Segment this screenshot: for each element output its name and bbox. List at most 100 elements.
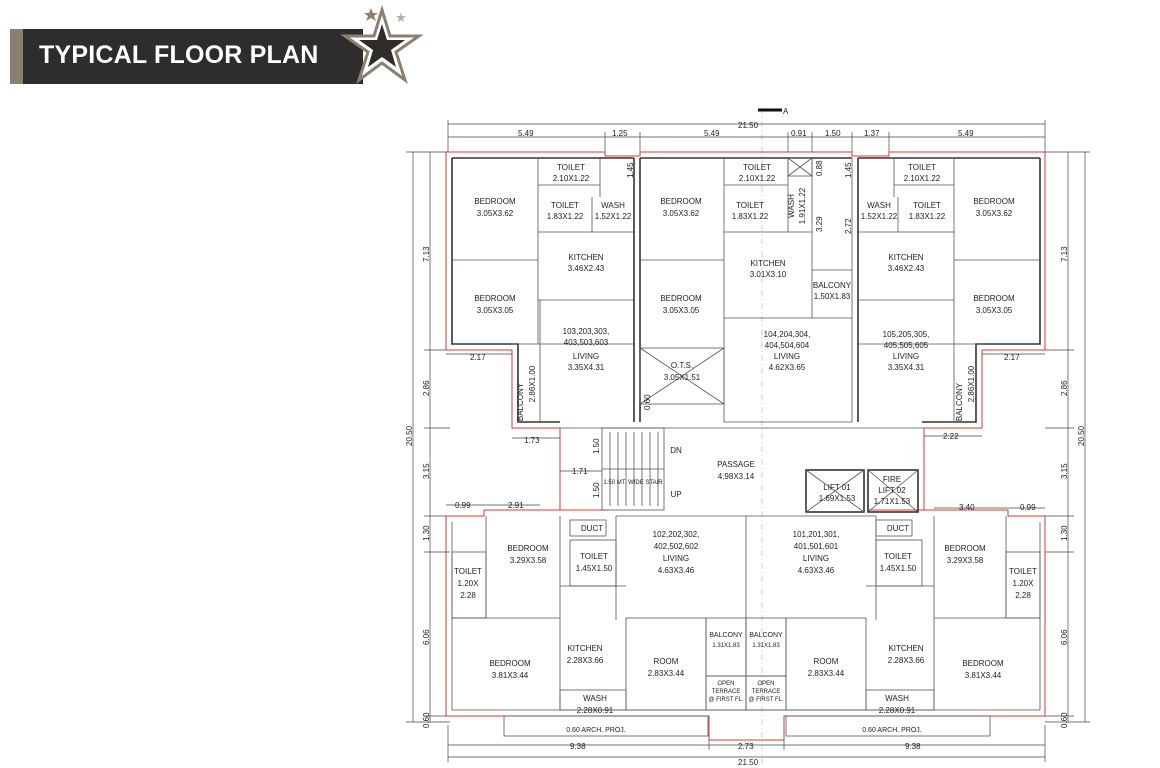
room-labels-top: BEDROOM 3.05X3.62 BEDROOM 3.05X3.05 TOIL… xyxy=(474,163,1015,421)
dim-3-40: 3.40 xyxy=(959,503,975,512)
dim-0-88: 0.88 xyxy=(815,160,824,176)
wash-size: 1.52X1.22 xyxy=(595,212,632,221)
living-label: LIVING xyxy=(573,352,599,361)
dim-top-4: 0.91 xyxy=(791,129,807,138)
wash-size: 1.91X1.22 xyxy=(798,187,807,224)
toilet-size: 2.10X1.22 xyxy=(739,174,776,183)
living-label: LIVING xyxy=(663,554,689,563)
bedroom-label: BEDROOM xyxy=(474,294,516,303)
kitchen-label: KITCHEN xyxy=(888,253,923,262)
living-units: 401,501,601 xyxy=(794,542,839,551)
kitchen-size: 3.46X2.43 xyxy=(888,264,925,273)
bedroom-size: 3.05X3.05 xyxy=(663,306,700,315)
living-units: 105,205,305, xyxy=(883,330,930,339)
kitchen-size: 2.28X3.66 xyxy=(888,656,925,665)
title-banner: TYPICAL FLOOR PLAN xyxy=(23,29,363,84)
toilet-size: 1.20X xyxy=(458,579,480,588)
dim-1-50-a: 1.50 xyxy=(592,438,601,454)
room-label: ROOM xyxy=(814,657,839,666)
toilet-label: TOILET xyxy=(454,567,482,576)
living-size: 4.63X3.46 xyxy=(798,566,835,575)
dim-left-4: 1.30 xyxy=(422,525,431,541)
star-logo-icon xyxy=(340,4,424,84)
living-size: 3.35X4.31 xyxy=(888,363,925,372)
dim-right-2: 2.86 xyxy=(1060,380,1069,396)
balcony-label: BALCONY xyxy=(709,632,743,639)
dim-left-3: 3.15 xyxy=(422,463,431,479)
room-labels-bottom: BEDROOM 3.29X3.58 BEDROOM 3.81X3.44 DUCT… xyxy=(454,524,1037,734)
terrace-label: TERRACE xyxy=(712,689,741,695)
balcony-label: BALCONY xyxy=(955,382,964,421)
toilet-size: 2.10X1.22 xyxy=(904,174,941,183)
lift-label: LIFT 01 xyxy=(823,483,851,492)
dim-1-45-left: 1.45 xyxy=(626,162,635,178)
living-units: 102,202,302, xyxy=(653,530,700,539)
bedroom-size: 3.05X3.62 xyxy=(663,209,700,218)
living-label: LIVING xyxy=(774,352,800,361)
duct-label: DUCT xyxy=(887,524,909,533)
toilet-label: TOILET xyxy=(1009,567,1037,576)
ots-size: 3.05X1.51 xyxy=(664,373,701,382)
living-size: 3.35X4.31 xyxy=(568,363,605,372)
wash-size: 2.28X0.91 xyxy=(577,706,614,715)
room-size: 2.83X3.44 xyxy=(648,669,685,678)
living-units: 405,505,605 xyxy=(884,341,929,350)
ots-label: O.T.S. xyxy=(671,361,693,370)
dim-0-99-left: 0.99 xyxy=(455,501,471,510)
dim-left-5: 6.06 xyxy=(422,629,431,645)
lift-size: 1.69X1.53 xyxy=(819,494,856,503)
wash-size: 2.28X0.91 xyxy=(879,706,916,715)
terrace-label: @ FIRST FL. xyxy=(748,697,784,703)
toilet-label: TOILET xyxy=(743,163,771,172)
dim-0-60: 0.60 xyxy=(643,394,652,410)
wash-label: WASH xyxy=(885,694,909,703)
dim-bottom-total: 21.50 xyxy=(738,758,759,767)
dim-top-5: 1.50 xyxy=(825,129,841,138)
living-units: 101,201,301, xyxy=(793,530,840,539)
passage-size: 4.98X3.14 xyxy=(718,472,755,481)
balcony-label: BALCONY xyxy=(516,382,525,421)
bedroom-size: 3.05X3.05 xyxy=(477,306,514,315)
bedroom-label: BEDROOM xyxy=(973,294,1015,303)
living-units: 403,503,603 xyxy=(564,338,609,347)
dim-top-1: 5.49 xyxy=(518,129,534,138)
toilet-label: TOILET xyxy=(551,201,579,210)
kitchen-label: KITCHEN xyxy=(568,253,603,262)
toilet-size: 1.45X1.50 xyxy=(576,564,613,573)
living-units: 104,204,304, xyxy=(764,330,811,339)
toilet-size: 1.45X1.50 xyxy=(880,564,917,573)
kitchen-size: 3.01X3.10 xyxy=(750,270,787,279)
toilet-label: TOILET xyxy=(580,552,608,561)
dim-2-91: 2.91 xyxy=(508,501,524,510)
dim-left-6: 0.60 xyxy=(422,712,431,728)
bedroom-label: BEDROOM xyxy=(944,544,986,553)
living-units: 402,502,602 xyxy=(654,542,699,551)
kitchen-size: 2.28X3.66 xyxy=(567,656,604,665)
terrace-label: TERRACE xyxy=(752,689,781,695)
dim-1-45-right: 1.45 xyxy=(844,162,853,178)
section-marker-label: A xyxy=(783,107,789,116)
bedroom-size: 3.29X3.58 xyxy=(947,556,984,565)
dim-0-99-right: 0.99 xyxy=(1020,503,1036,512)
terrace-label: @ FIRST FL. xyxy=(708,697,744,703)
toilet-label: TOILET xyxy=(557,163,585,172)
dim-right-5: 6.06 xyxy=(1060,629,1069,645)
bottom-wing-walls xyxy=(445,509,1046,741)
dim-top-7: 5.49 xyxy=(958,129,974,138)
dim-right-total: 20.50 xyxy=(1077,425,1086,446)
toilet-label: TOILET xyxy=(908,163,936,172)
balcony-size: 1.31X1.83 xyxy=(712,643,740,649)
terrace-label: OPEN xyxy=(757,681,774,687)
top-dimensions: 21.50 5.49 1.25 5.49 0.91 1.50 1.37 5.49 xyxy=(447,120,1046,152)
toilet-size: 1.83X1.22 xyxy=(909,212,946,221)
lift-label: LIFT 02 xyxy=(878,486,906,495)
kitchen-label: KITCHEN xyxy=(750,259,785,268)
toilet-size: 1.20X xyxy=(1013,579,1035,588)
kitchen-label: KITCHEN xyxy=(567,644,602,653)
lift-size: 1.71X1.53 xyxy=(874,497,911,506)
dim-2-72: 2.72 xyxy=(844,218,853,234)
bottom-dimensions: 9.38 2.73 9.38 21.50 xyxy=(447,725,1046,767)
dim-right-6: 0.60 xyxy=(1060,712,1069,728)
toilet-size: 2.28 xyxy=(460,591,476,600)
